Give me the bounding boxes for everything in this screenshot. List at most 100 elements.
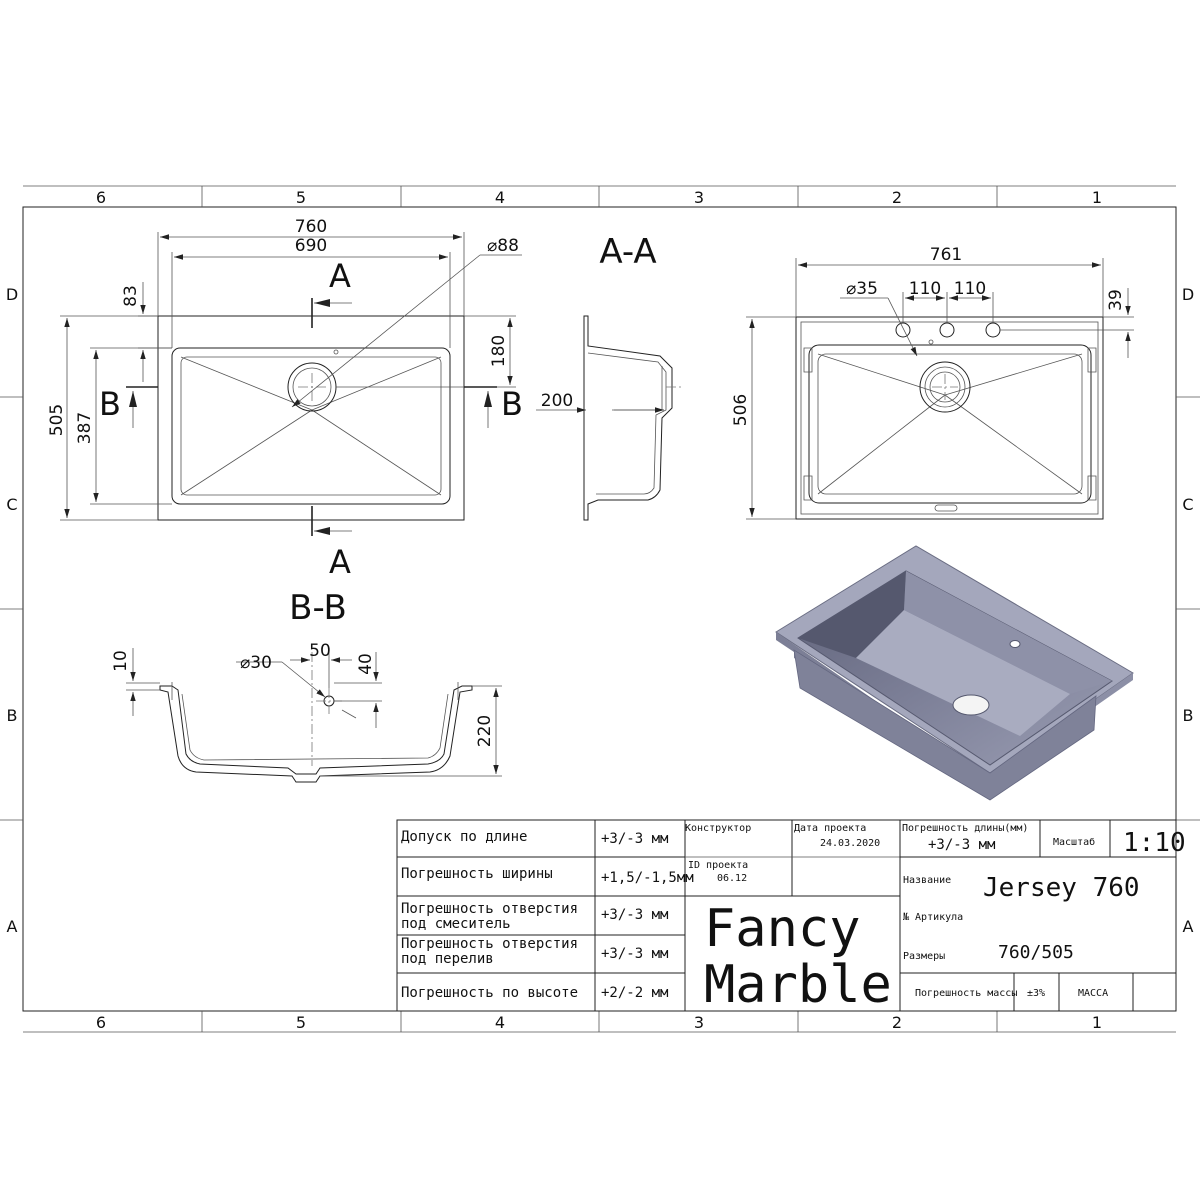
- section-a-label-bottom: A: [329, 543, 351, 581]
- section-aa-title: A-A: [599, 232, 656, 272]
- grid-row-labels-left: D C B A: [6, 285, 18, 936]
- grid-row-label: A: [1183, 917, 1194, 936]
- grid-row-label: A: [7, 917, 18, 936]
- dim-right-overall-depth: 506: [731, 394, 751, 426]
- dim-rim-offset: 83: [121, 285, 141, 307]
- grid-col-label: 6: [96, 188, 106, 207]
- dim-drain-offset: 180: [489, 335, 509, 367]
- section-bb-title: B-B: [289, 588, 347, 628]
- tap-hole: [939, 322, 955, 338]
- dim-hole-spacing-1: 110: [909, 279, 941, 299]
- grid-column-labels-bottom: 6 5 4 3 2 1: [96, 1013, 1102, 1032]
- sizes-value: 760/505: [998, 942, 1074, 963]
- scale-label: Масштаб: [1053, 836, 1095, 848]
- grid-col-label: 4: [495, 188, 505, 207]
- grid-col-label: 2: [892, 1013, 902, 1032]
- date-label: Дата проекта: [794, 823, 866, 834]
- tolerance-label: Погрешность отверстия: [401, 936, 578, 952]
- tolerance-label: Погрешность по высоте: [401, 985, 578, 1001]
- tolerance-label: Допуск по длине: [401, 829, 527, 845]
- date-value: 24.03.2020: [820, 838, 880, 849]
- project-info: Конструктор Дата проекта 24.03.2020 ID п…: [685, 823, 892, 1015]
- grid-row-label: D: [6, 285, 18, 304]
- dim-overflow-height: 40: [356, 653, 376, 675]
- overflow-dot: [333, 349, 339, 355]
- tolerance-value: +3/-3 мм: [601, 907, 669, 923]
- grid-col-label: 3: [694, 1013, 704, 1032]
- scale-value: 1:10: [1123, 828, 1186, 858]
- mass-label: МАССА: [1078, 988, 1108, 999]
- dim-overflow-diameter: ⌀30: [240, 653, 272, 673]
- drain-outer-right: [919, 361, 971, 413]
- dim-overall-depth: 505: [47, 404, 67, 436]
- drain-inner: [292, 367, 332, 407]
- tolerance-label: Погрешность ширины: [401, 866, 553, 882]
- grid-col-label: 6: [96, 1013, 106, 1032]
- product-name: Jersey 760: [983, 873, 1140, 903]
- dim-overall-width: 760: [295, 217, 327, 237]
- grid-row-labels-right: D C B A: [1182, 285, 1194, 936]
- grid-col-label: 1: [1092, 188, 1102, 207]
- section-bb-view: B-B 10 ⌀30 50 40 220: [111, 588, 502, 783]
- grid-row-label: B: [7, 706, 18, 725]
- project-id-value: 06.12: [717, 873, 747, 884]
- grid-row-label: D: [1182, 285, 1194, 304]
- grid-column-labels-top: 6 5 4 3 2 1: [96, 188, 1102, 207]
- tolerance-label: Погрешность отверстия: [401, 901, 578, 917]
- name-label: Название: [903, 875, 951, 886]
- dim-hole-diameter: ⌀35: [846, 279, 878, 299]
- section-aa-view: A-A 200: [536, 232, 684, 521]
- length-error-label: Погрешность длины(мм): [902, 823, 1028, 834]
- grid-row-label: C: [6, 495, 17, 514]
- dim-overflow-offset: 50: [309, 641, 331, 661]
- dim-section-aa-depth: 200: [541, 391, 573, 411]
- dim-bowl-depth: 387: [75, 412, 95, 444]
- grid-col-label: 5: [296, 188, 306, 207]
- right-view: 761 110 110 ⌀35 39 506: [731, 245, 1134, 520]
- tolerance-table: Допуск по длине +3/-3 мм Погрешность шир…: [401, 829, 694, 1001]
- tolerance-value: +2/-2 мм: [601, 985, 669, 1001]
- grid-row-label: C: [1182, 495, 1193, 514]
- dim-right-overall-width: 761: [930, 245, 962, 265]
- dim-bowl-width: 690: [295, 236, 327, 256]
- grid-col-label: 4: [495, 1013, 505, 1032]
- sink-3d-render: [775, 545, 1134, 801]
- brand-name-line1: Fancy: [704, 899, 861, 959]
- tap-hole: [895, 322, 911, 338]
- section-b-label-right: B: [501, 385, 523, 423]
- tap-hole: [985, 322, 1001, 338]
- dim-bb-depth: 220: [475, 715, 495, 747]
- mass-error-value: ±3%: [1027, 988, 1045, 999]
- bowl-outer: [171, 347, 451, 505]
- dim-hole-offset: 39: [1106, 289, 1126, 311]
- tolerance-value: +1,5/-1,5мм: [601, 870, 694, 886]
- mass-error-label: Погрешность массы: [915, 988, 1017, 999]
- article-label: № Артикула: [903, 912, 963, 923]
- dim-drain-diameter: ⌀88: [487, 236, 519, 256]
- section-aa-profile: [583, 315, 673, 521]
- grid-col-label: 2: [892, 188, 902, 207]
- bowl-inner: [180, 356, 442, 496]
- tolerance-value: +3/-3 мм: [601, 831, 669, 847]
- tolerance-label: под смеситель: [401, 916, 511, 932]
- dim-bb-rim: 10: [111, 650, 131, 672]
- designer-label: Конструктор: [685, 823, 751, 834]
- tolerance-value: +3/-3 мм: [601, 946, 669, 962]
- section-a-label-top: A: [329, 257, 351, 295]
- sink-outline: [157, 315, 465, 521]
- top-view: 760 690 ⌀88 83 505 387 180 A: [47, 217, 523, 581]
- section-bb-profile: [159, 685, 473, 783]
- brand-name-line2: Marble: [704, 955, 892, 1015]
- tolerance-label: под перелив: [401, 951, 494, 967]
- grid-col-label: 5: [296, 1013, 306, 1032]
- grid-col-label: 1: [1092, 1013, 1102, 1032]
- sink-outline-right: [795, 316, 1104, 520]
- sizes-label: Размеры: [903, 951, 945, 962]
- grid-row-label: B: [1183, 706, 1194, 725]
- grid-col-label: 3: [694, 188, 704, 207]
- length-error-value: +3/-3 мм: [928, 837, 996, 853]
- title-block: [396, 819, 1177, 1012]
- product-info: Погрешность длины(мм) +3/-3 мм Масштаб 1…: [902, 823, 1186, 999]
- project-id-label: ID проекта: [688, 860, 748, 871]
